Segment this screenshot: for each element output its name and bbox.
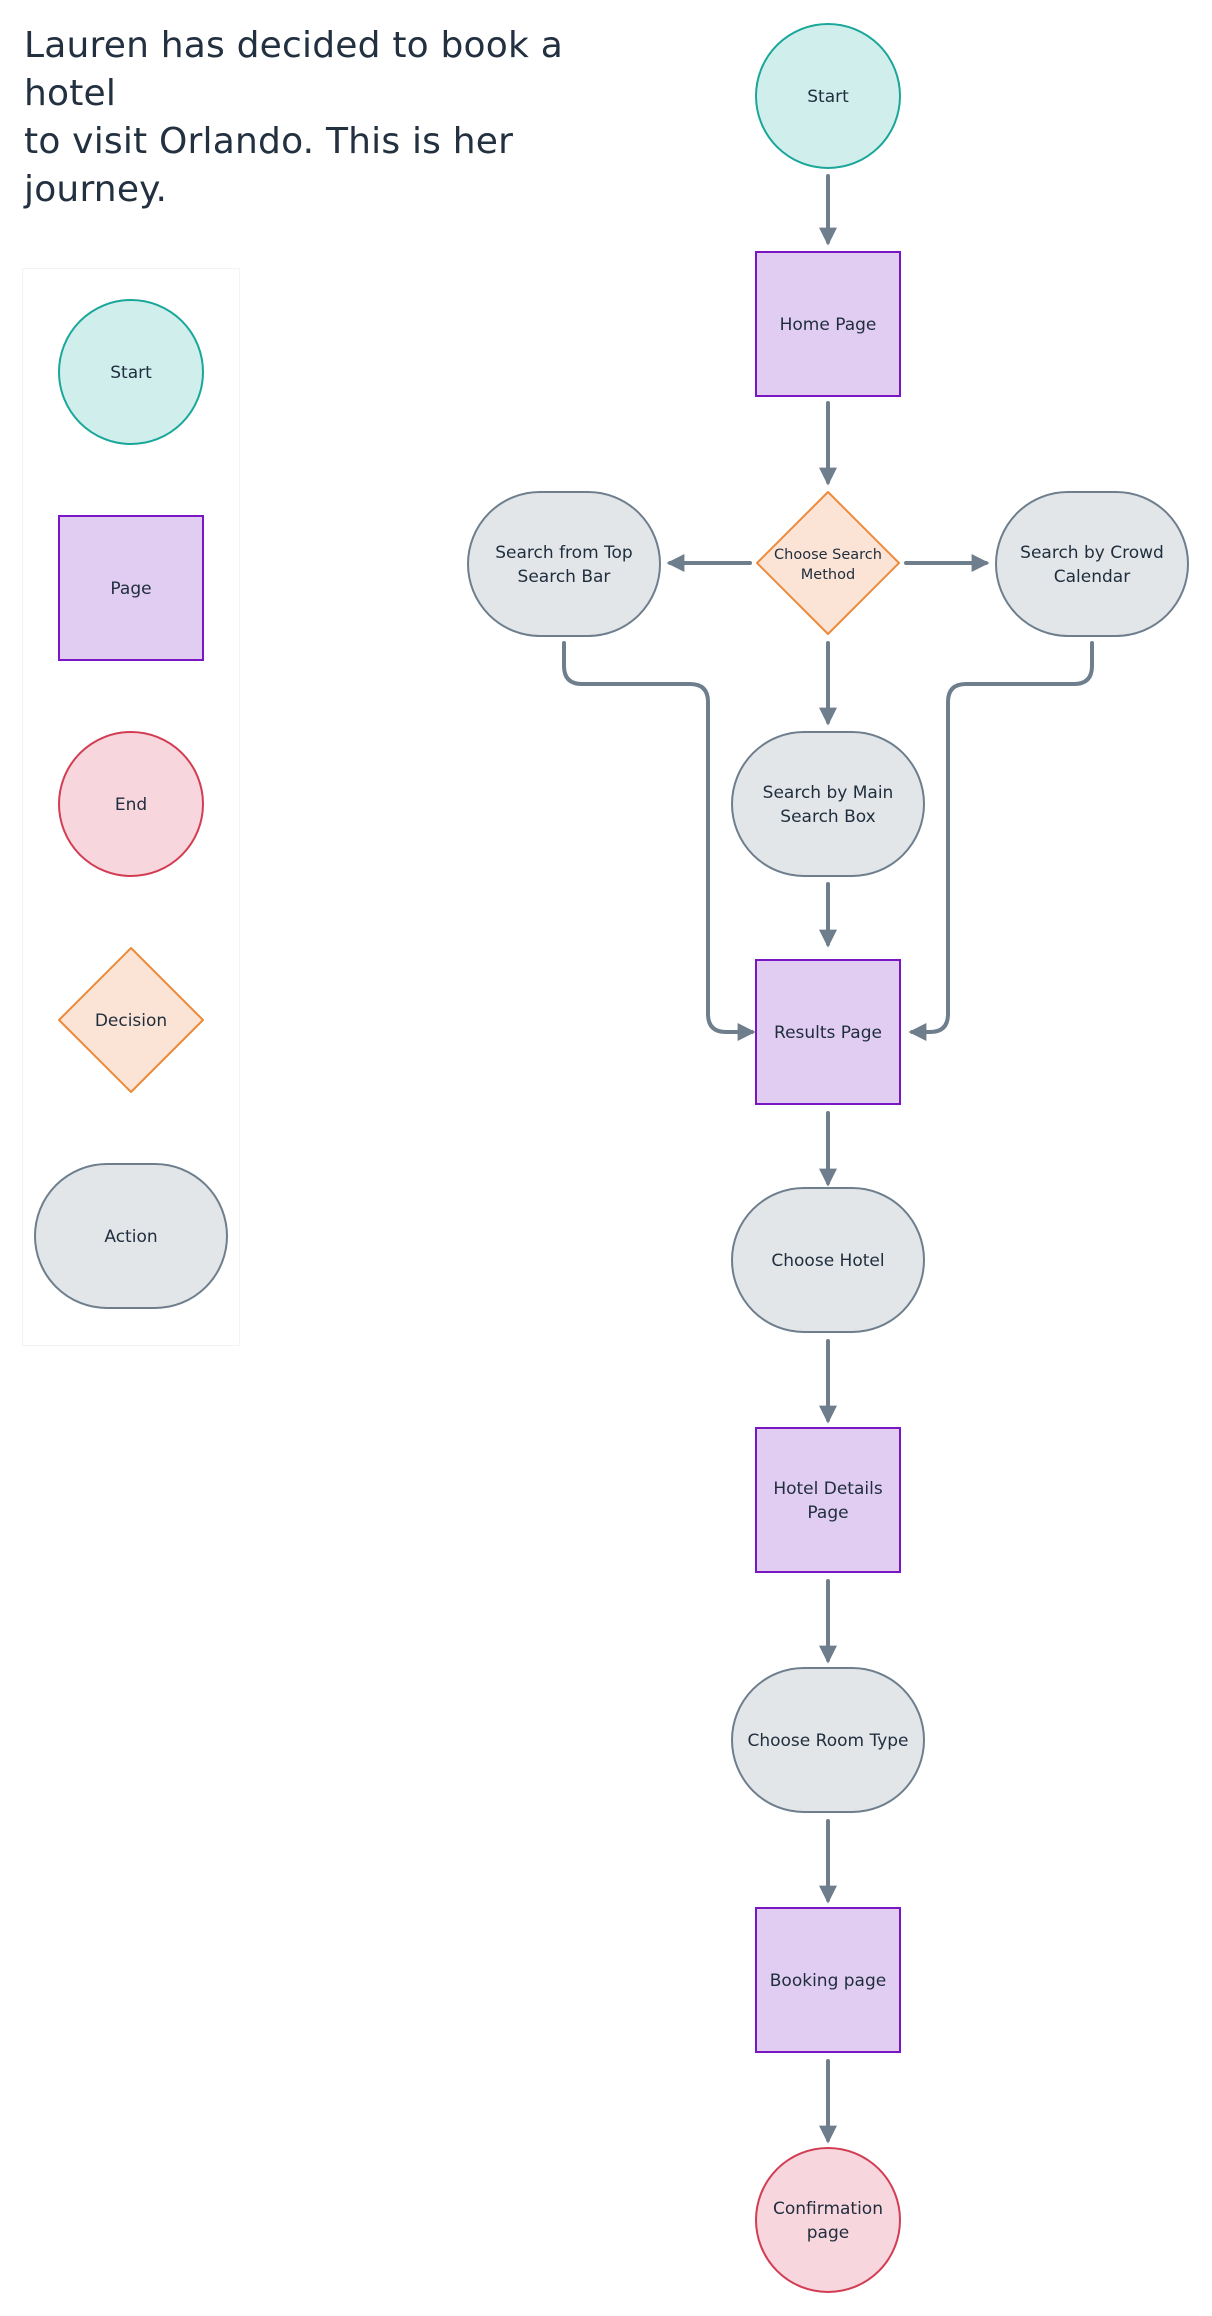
node-confirmation-page: Confirmation page — [755, 2147, 901, 2293]
node-home-page: Home Page — [755, 251, 901, 397]
node-home-page-label: Home Page — [780, 315, 877, 335]
node-confirmation-page-label-1: Confirmation — [773, 2199, 883, 2219]
arrow-top-bar-to-results — [562, 641, 756, 1041]
connectors — [562, 174, 1094, 2144]
title-line-1: Lauren has decided to book a hotel — [24, 25, 563, 114]
node-booking-page-label: Booking page — [770, 1971, 886, 1991]
node-choose-search-method: Choose Search Method — [756, 491, 900, 635]
node-choose-hotel-label: Choose Hotel — [771, 1251, 884, 1271]
arrow-crowd-calendar-to-results — [908, 641, 1094, 1041]
legend-panel — [22, 268, 240, 1346]
legend-page: Page — [58, 515, 204, 661]
node-search-top-bar-label-2: Search Bar — [518, 567, 611, 587]
node-search-top-bar-label-1: Search from Top — [495, 543, 632, 563]
node-hotel-details-page-label-1: Hotel Details — [773, 1479, 883, 1499]
legend-end-label: End — [115, 795, 147, 815]
title-line-2: to visit Orlando. This is her journey. — [24, 121, 514, 210]
page-title: Lauren has decided to book a hotel to vi… — [24, 22, 644, 214]
node-start: Start — [755, 23, 901, 169]
node-search-main-box-label-2: Search Box — [780, 807, 875, 827]
node-choose-hotel: Choose Hotel — [731, 1187, 925, 1333]
node-start-label: Start — [807, 87, 849, 107]
node-confirmation-page-label-2: page — [807, 2223, 849, 2243]
node-search-main-box: Search by Main Search Box — [731, 731, 925, 877]
node-choose-room-type: Choose Room Type — [731, 1667, 925, 1813]
legend-end: End — [58, 731, 204, 877]
legend-action: Action — [34, 1163, 228, 1309]
node-results-page: Results Page — [755, 959, 901, 1105]
node-results-page-label: Results Page — [774, 1023, 882, 1043]
node-hotel-details-page: Hotel Details Page — [755, 1427, 901, 1573]
legend-page-label: Page — [110, 579, 151, 599]
legend-start-label: Start — [110, 363, 152, 383]
node-search-crowd-calendar-label-2: Calendar — [1054, 567, 1130, 587]
legend-decision: Decision — [58, 947, 204, 1093]
node-search-crowd-calendar: Search by Crowd Calendar — [995, 491, 1189, 637]
node-search-top-bar: Search from Top Search Bar — [467, 491, 661, 637]
node-choose-search-method-label-1: Choose Search — [774, 547, 882, 563]
node-choose-room-type-label: Choose Room Type — [747, 1731, 908, 1751]
legend-start: Start — [58, 299, 204, 445]
legend-decision-label: Decision — [95, 1011, 167, 1031]
node-search-main-box-label-1: Search by Main — [763, 783, 894, 803]
legend-action-label: Action — [104, 1227, 157, 1247]
node-choose-search-method-label-2: Method — [801, 567, 855, 583]
node-hotel-details-page-label-2: Page — [807, 1503, 848, 1523]
node-booking-page: Booking page — [755, 1907, 901, 2053]
node-search-crowd-calendar-label-1: Search by Crowd — [1020, 543, 1164, 563]
